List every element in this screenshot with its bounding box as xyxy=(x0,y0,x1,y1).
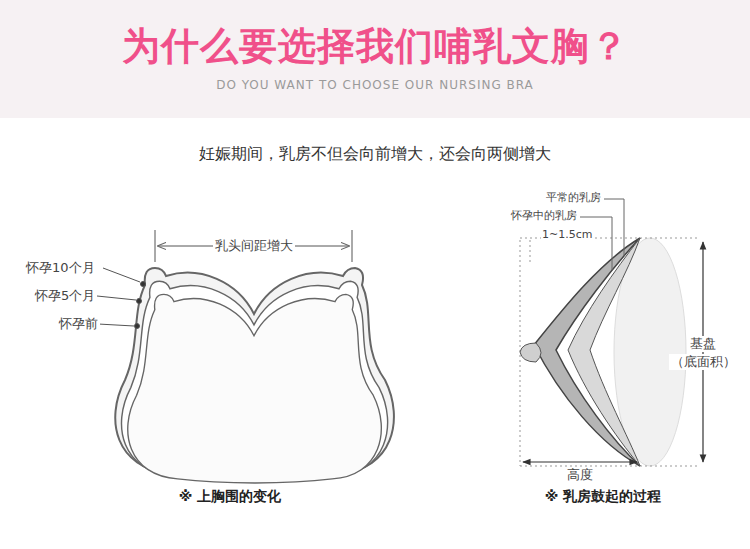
curve-label: 平常的乳房 xyxy=(545,191,602,204)
dimension-label: 1~1.5cm xyxy=(541,228,593,241)
chest-outlines xyxy=(115,268,394,483)
curve-label: 怀孕中的乳房 xyxy=(510,209,578,222)
subtitle: DO YOU WANT TO CHOOSE OUR NURSING BRA xyxy=(216,78,534,92)
figure-caption: ※ 乳房鼓起的过程 xyxy=(545,488,661,505)
stage-label: 怀孕前 xyxy=(57,316,100,332)
dimension-label: 乳头间距增大 xyxy=(213,238,295,254)
page-title: 为什么要选择我们哺乳文胸？ xyxy=(122,24,629,70)
dimension-label: 基盘 xyxy=(688,336,718,352)
nipple-distance-arrow xyxy=(155,230,352,262)
figure-caption: ※ 上胸围的变化 xyxy=(179,488,281,505)
breast-profile xyxy=(520,238,700,466)
dimension-arrows xyxy=(523,242,703,462)
leader-lines xyxy=(97,268,146,329)
lead-text: 妊娠期间，乳房不但会向前增大，还会向两侧增大 xyxy=(199,144,551,163)
stage-label: 怀孕5个月 xyxy=(33,288,97,304)
dimension-label: （底面积） xyxy=(669,354,738,370)
stage-label: 怀孕10个月 xyxy=(24,260,97,276)
dimension-label: 高度 xyxy=(565,467,595,483)
